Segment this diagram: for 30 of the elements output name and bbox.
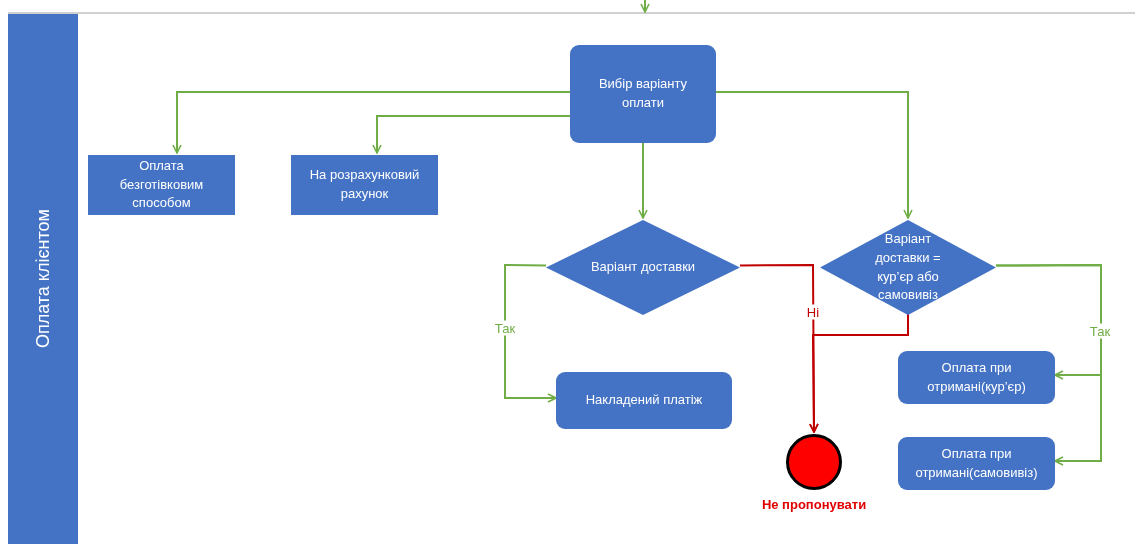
- arrow: [809, 312, 909, 433]
- node-text: Оплата при отримані(самовивіз): [914, 444, 1039, 482]
- node-text: Оплата безготівковим способом: [118, 156, 205, 213]
- arrow: [995, 264, 1102, 466]
- process-box: [291, 155, 438, 215]
- node-text: На розрахунковий рахунок: [308, 166, 421, 203]
- decision-diamond: [546, 220, 740, 315]
- arrow: [504, 264, 557, 403]
- swimlane: [8, 12, 1135, 544]
- node-text: Вибір варіанту оплати: [597, 75, 689, 112]
- decision-diamond: [820, 220, 996, 315]
- node-text: Варіант доставки: [589, 258, 697, 277]
- arrow: [638, 140, 648, 219]
- node-text: Накладений платіж: [584, 391, 704, 410]
- lane-title: Оплата клієнтом: [32, 209, 54, 349]
- process-box: [570, 45, 716, 143]
- arrow: [715, 91, 913, 219]
- arrow: [172, 91, 571, 154]
- process-box: [898, 437, 1055, 490]
- node-text: Варіант доставки = кур’єр або самовивіз: [874, 229, 942, 305]
- process-box: [898, 351, 1055, 404]
- node-text: Оплата при отримані(кур’єр): [926, 358, 1027, 396]
- arrow: [640, 0, 650, 13]
- process-box: [88, 155, 235, 215]
- node-caption: Не пропонувати: [761, 497, 867, 512]
- edge-label: Ні: [804, 304, 822, 320]
- edge-label: Так: [492, 320, 518, 336]
- process-box: [556, 372, 732, 429]
- arrow: [372, 115, 571, 154]
- edge-label: Так: [1087, 323, 1113, 339]
